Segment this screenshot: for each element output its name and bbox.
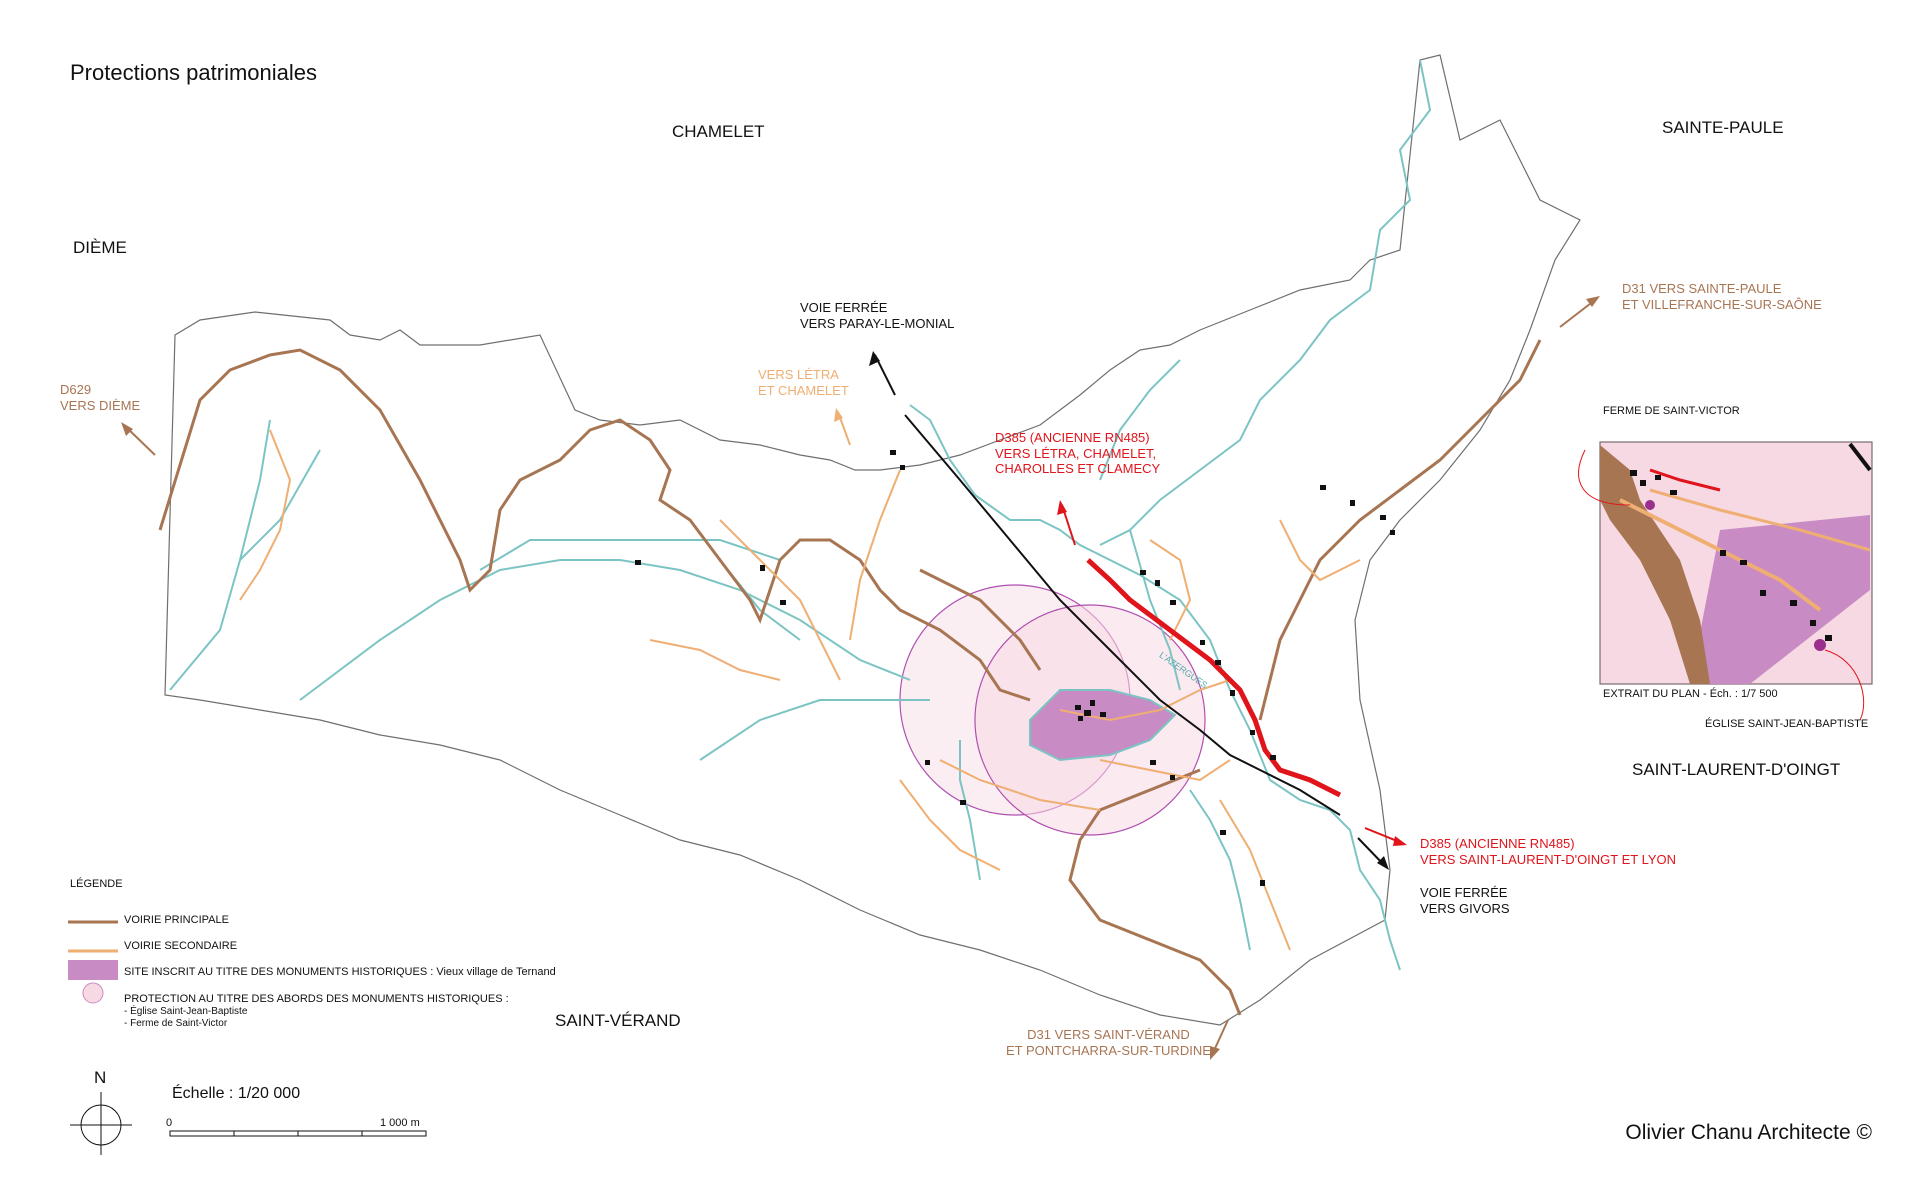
d385-road — [1086, 558, 1342, 798]
commune-label-sainte-paule: SAINTE-PAULE — [1662, 118, 1784, 137]
commune-label-dieme: DIÈME — [73, 238, 127, 257]
legend-protection-swatch — [82, 982, 104, 1004]
direction-arrows — [121, 296, 1600, 1060]
inset-map — [1599, 441, 1873, 685]
commune-label-saint-verand: SAINT-VÉRAND — [555, 1011, 681, 1030]
inset-leader-ferme — [1578, 449, 1631, 506]
legend-secondary-road: VOIRIE SECONDAIRE — [124, 940, 238, 952]
map-title: Protections patrimoniales — [70, 60, 318, 85]
author-credit: Olivier Chanu Architecte © — [1625, 1120, 1872, 1144]
village-buildings — [635, 450, 1395, 886]
scale-title: Échelle : 1/20 000 — [172, 1085, 301, 1102]
railway — [904, 414, 1341, 816]
legend-site-inscrit-swatch — [68, 960, 118, 980]
commune-label-saint-laurent: SAINT-LAURENT-D'OINGT — [1632, 760, 1841, 779]
commune-boundary — [164, 54, 1581, 1026]
river-network — [169, 59, 1432, 971]
legend-site-inscrit: SITE INSCRIT AU TITRE DES MONUMENTS HIST… — [124, 966, 556, 978]
legend-protection: PROTECTION AU TITRE DES ABORDS DES MONUM… — [124, 993, 509, 1030]
north-label: N — [94, 1068, 107, 1087]
inset-label-ferme: FERME DE SAINT-VICTOR — [1603, 405, 1740, 417]
inset-leader-eglise — [1824, 649, 1865, 721]
main-roads — [158, 339, 1542, 1016]
inset-label-eglise: ÉGLISE SAINT-JEAN-BAPTISTE — [1705, 718, 1869, 730]
note-d385-south: D385 (ANCIENNE RN485)VERS SAINT-LAURENT-… — [1420, 836, 1677, 867]
commune-label-chamelet: CHAMELET — [672, 122, 765, 141]
scale-bar — [169, 1130, 427, 1137]
legend-heading: LÉGENDE — [70, 878, 123, 890]
note-d385-north: D385 (ANCIENNE RN485)VERS LÉTRA, CHAMELE… — [995, 430, 1161, 477]
scale-zero: 0 — [166, 1117, 173, 1129]
north-arrow-icon — [70, 1092, 132, 1155]
site-inscrit-area — [1029, 689, 1177, 762]
scale-max: 1 000 m — [380, 1117, 420, 1129]
inset-label-extrait: EXTRAIT DU PLAN - Éch. : 1/7 500 — [1603, 688, 1778, 700]
legend-main-road: VOIRIE PRINCIPALE — [124, 914, 229, 926]
